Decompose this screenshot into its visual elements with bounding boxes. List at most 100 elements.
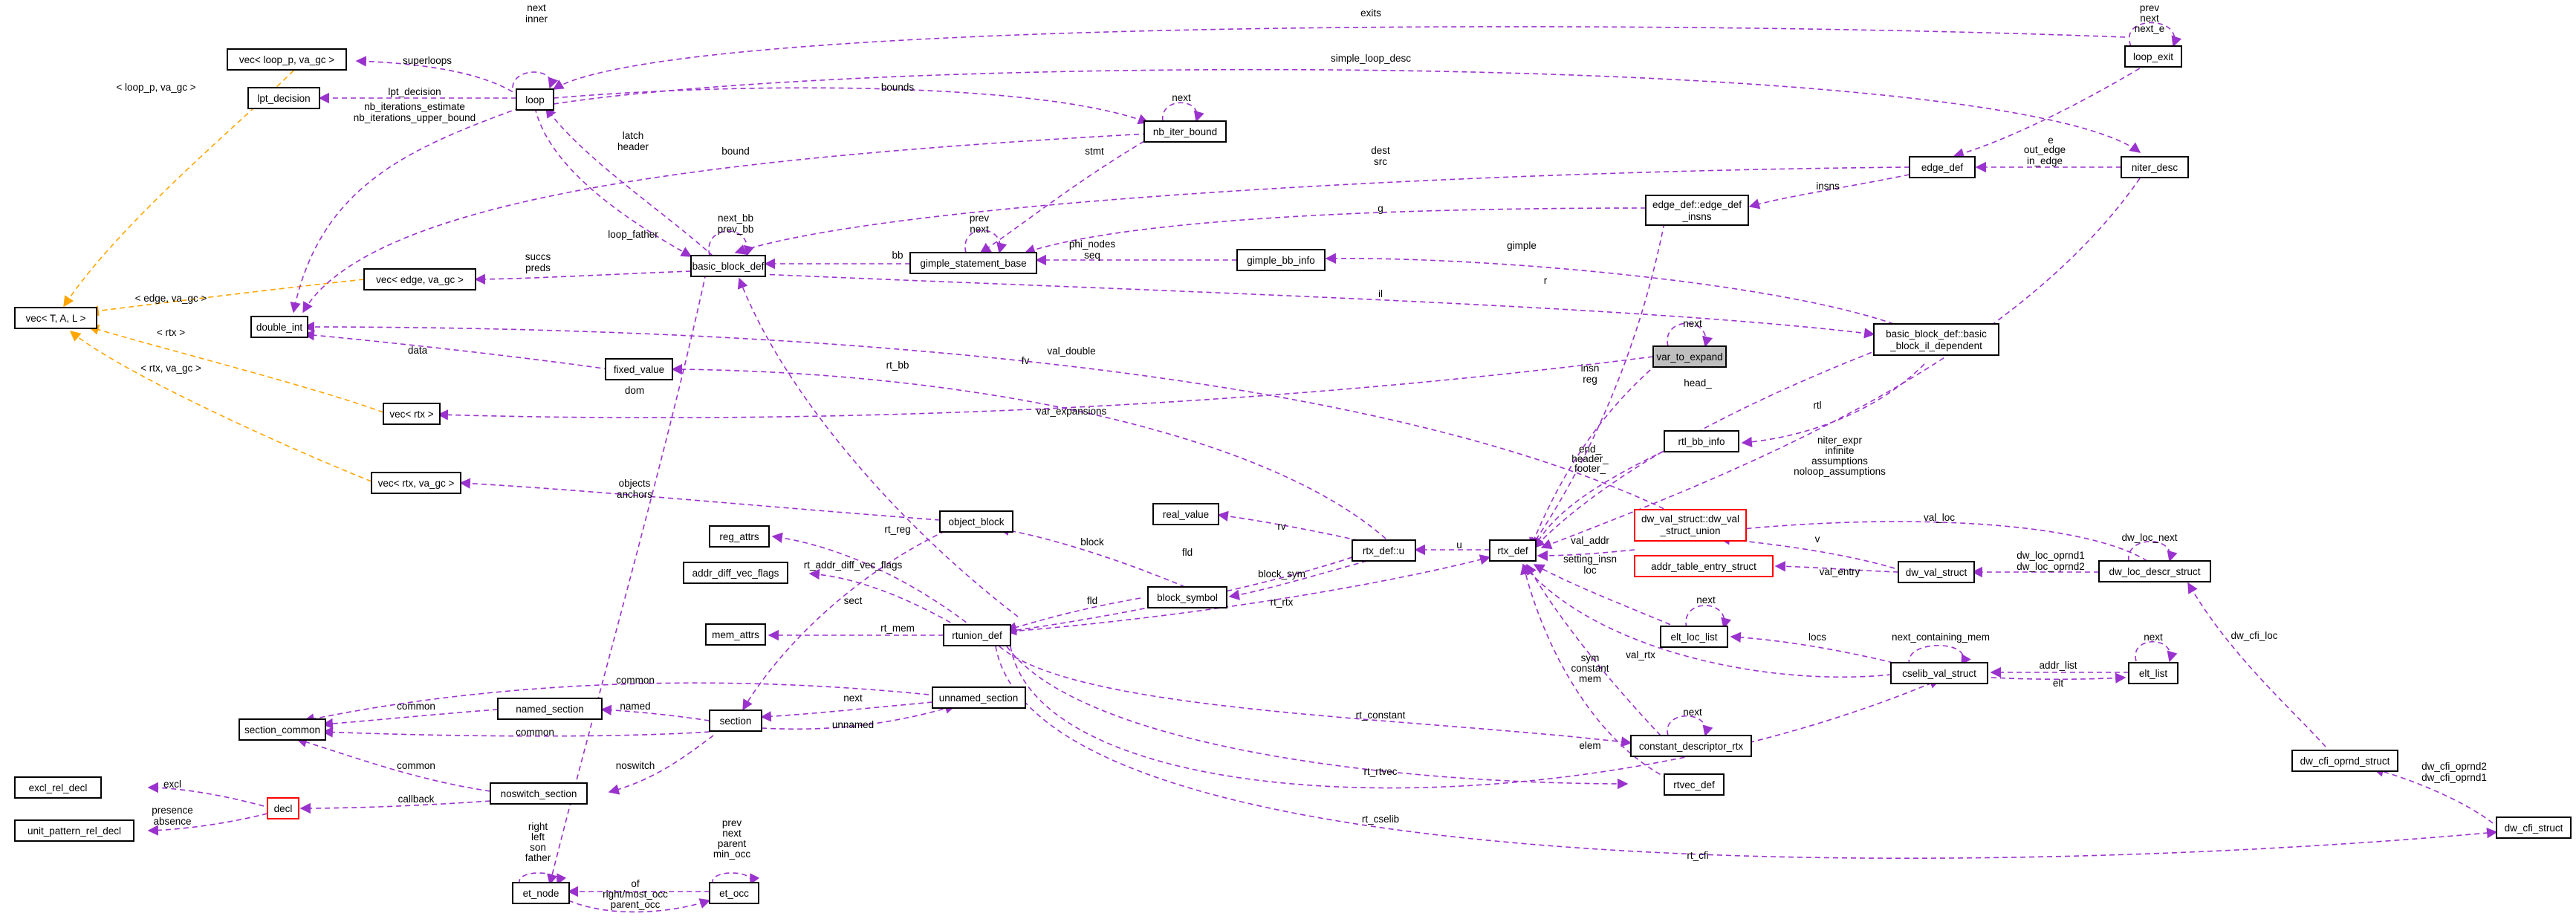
edge-common1 (303, 682, 929, 724)
node-section[interactable]: section (709, 710, 762, 732)
label-rt-cselib: rt_cselib (1362, 814, 1399, 825)
node-nb-iter-bound[interactable]: nb_iter_bound (1143, 120, 1227, 143)
node-reg-attrs[interactable]: reg_attrs (709, 525, 770, 548)
node-dw-cfi-oprnd-struct[interactable]: dw_cfi_oprnd_struct (2291, 750, 2398, 772)
node-loop-exit[interactable]: loop_exit (2124, 45, 2182, 68)
label-next: next (527, 2, 546, 13)
node-et-node[interactable]: et_node (512, 882, 570, 904)
node-gimple-bb-info[interactable]: gimple_bb_info (1236, 249, 1326, 271)
node-label: lpt_decision (257, 93, 310, 104)
node-dw-loc-descr-struct[interactable]: dw_loc_descr_struct (2098, 560, 2211, 582)
edge-elem (1520, 563, 1669, 779)
node-elt-loc-list[interactable]: elt_loc_list (1660, 626, 1728, 648)
label-bound: bound (721, 146, 750, 157)
node-lpt-decision[interactable]: lpt_decision (247, 87, 320, 109)
node-niter-desc[interactable]: niter_desc (2121, 156, 2189, 178)
node-cselib-val-struct[interactable]: cselib_val_struct (1890, 662, 1988, 684)
node-label: dw_val_struct (1906, 567, 1967, 578)
edge-r (1530, 222, 1665, 549)
node-bbdef-il-dependent[interactable]: basic_block_def::basic _block_il_depende… (1873, 323, 1999, 356)
node-rtx-def-u[interactable]: rtx_def::u (1352, 539, 1416, 562)
node-label: basic_block_def (692, 261, 765, 272)
node-vec-rtx[interactable]: vec< rtx > (383, 403, 441, 425)
edge-rt-cselib (1010, 646, 1941, 789)
label-dw-cfi-loc: dw_cfi_loc (2231, 630, 2277, 641)
node-real-value[interactable]: real_value (1152, 503, 1219, 525)
node-vec-rtx-va-gc[interactable]: vec< rtx, va_gc > (371, 472, 461, 494)
label-next-us: next (843, 692, 863, 704)
node-constant-descriptor-rtx[interactable]: constant_descriptor_rtx (1630, 735, 1752, 757)
label-inner: inner (525, 13, 548, 25)
node-dw-val-struct-union[interactable]: dw_val_struct::dw_val _struct_union (1634, 509, 1747, 542)
node-dw-cfi-struct[interactable]: dw_cfi_struct (2496, 817, 2572, 839)
node-unit-pattern-rel-decl[interactable]: unit_pattern_rel_decl (14, 819, 134, 842)
node-vec-T[interactable]: vec< T, A, L > (14, 307, 97, 329)
label-superloops: superloops (403, 55, 452, 66)
node-rtvec-def[interactable]: rtvec_def (1664, 773, 1725, 796)
node-basic-block-def[interactable]: basic_block_def (690, 255, 766, 277)
node-label: double_int (256, 322, 303, 333)
edge-loop-exit-e (1953, 63, 2148, 159)
edge-dw-loc-next (2128, 540, 2178, 562)
node-named-section[interactable]: named_section (497, 698, 603, 720)
edge-next-us (760, 701, 933, 722)
label-rt-constant: rt_constant (1356, 710, 1406, 721)
edge-sect (742, 519, 970, 711)
edge-end-header-footer (1534, 450, 1665, 549)
edge-cselib-self (1908, 644, 1971, 666)
node-block-symbol[interactable]: block_symbol (1147, 586, 1227, 608)
edges (63, 22, 2498, 913)
edge-simple-loop-desc (553, 68, 2141, 153)
label-gimple: gimple (1507, 240, 1537, 251)
label-prev-bb: prev_bb (718, 224, 754, 235)
label-var-expansions: var_expansions (1036, 406, 1107, 417)
label-parent-occ: parent_occ (611, 899, 661, 910)
node-rtl-bb-info[interactable]: rtl_bb_info (1664, 430, 1739, 452)
node-vec-loop[interactable]: vec< loop_p, va_gc > (227, 48, 347, 71)
label-right-most-occ: right/most_occ (603, 889, 668, 900)
node-dw-val-struct[interactable]: dw_val_struct (1898, 561, 1975, 583)
node-var-to-expand[interactable]: var_to_expand (1652, 345, 1727, 368)
node-label: gimple_bb_info (1247, 255, 1315, 266)
label-fld2: fld (1087, 595, 1097, 606)
node-decl[interactable]: decl (267, 797, 299, 819)
node-gimple-statement-base[interactable]: gimple_statement_base (909, 252, 1037, 274)
node-edge-def[interactable]: edge_def (1909, 156, 1976, 178)
node-noswitch-section[interactable]: noswitch_section (490, 782, 588, 805)
node-section-common[interactable]: section_common (239, 718, 326, 741)
label-block-sym: block_sym (1258, 568, 1305, 580)
node-loop[interactable]: loop (516, 88, 554, 111)
node-label: loop (525, 94, 545, 105)
label-absence: absence (153, 816, 191, 827)
edge-elt-next (1685, 605, 1732, 629)
node-rtx-def[interactable]: rtx_def (1489, 539, 1537, 562)
label-setting-insn: setting_insn (1563, 553, 1617, 565)
node-double-int[interactable]: double_int (250, 316, 308, 338)
label-src: src (1374, 156, 1387, 167)
node-vec-edge[interactable]: vec< edge, va_gc > (363, 268, 476, 290)
node-addr-diff-vec-flags[interactable]: addr_diff_vec_flags (683, 562, 788, 584)
label-locs: locs (1808, 632, 1826, 643)
label-end: end_ (1579, 444, 1602, 455)
node-mem-attrs[interactable]: mem_attrs (705, 623, 766, 646)
edge-common4 (296, 736, 491, 792)
node-elt-list[interactable]: elt_list (2128, 662, 2178, 684)
edge-common2 (322, 709, 499, 730)
node-unnamed-section[interactable]: unnamed_section (932, 686, 1026, 709)
label-common4: common (397, 760, 435, 771)
node-et-occ[interactable]: et_occ (709, 882, 759, 904)
node-object-block[interactable]: object_block (939, 510, 1013, 533)
node-rtunion-def[interactable]: rtunion_def (943, 624, 1011, 646)
node-excl-rel-decl[interactable]: excl_rel_decl (14, 776, 102, 799)
label-e: e (2048, 134, 2054, 146)
node-label: et_occ (719, 888, 749, 899)
edge-rt-rtx (1010, 554, 1491, 632)
node-fixed-value[interactable]: fixed_value (605, 358, 673, 380)
label-presence: presence (152, 805, 193, 816)
label-cdr-next: next (1683, 707, 1702, 718)
node-edge-def-insns[interactable]: edge_def::edge_def _insns (1645, 195, 1749, 226)
node-label: edge_def::edge_def (1652, 199, 1742, 210)
node-label: gimple_statement_base (920, 258, 1026, 269)
node-addr-table-entry-struct[interactable]: addr_table_entry_struct (1634, 555, 1774, 577)
